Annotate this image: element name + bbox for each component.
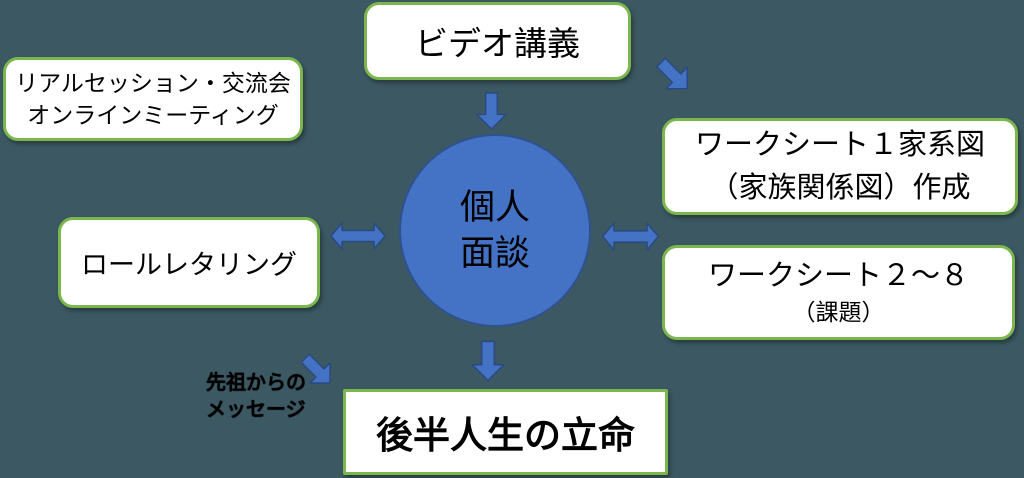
left-right-arrow-icon: [329, 221, 387, 251]
label-ancestors-message: 先祖からの メッセージ: [206, 370, 306, 424]
node-real-session-line1: リアルセッション・交流会: [15, 69, 291, 96]
node-ritsumei: 後半人生の立命: [343, 389, 668, 475]
node-ritsumei-label: 後半人生の立命: [376, 415, 635, 456]
label-ancestors-message-line2: メッセージ: [206, 399, 306, 421]
node-individual-interview-line1: 個人: [459, 188, 530, 227]
down-right-arrow-icon: [293, 346, 344, 397]
down-right-arrow-icon: [647, 49, 701, 103]
down-arrow-icon: [469, 339, 507, 384]
node-role-lettering-label: ロールレタリング: [81, 250, 297, 280]
node-worksheet1: ワークシート１家系図 （家族関係図）作成: [662, 118, 1018, 215]
label-ancestors-message-line1: 先祖からの: [206, 372, 306, 394]
node-worksheet1-line1: ワークシート１家系図: [694, 129, 985, 162]
node-real-session: リアルセッション・交流会 オンラインミーティング: [3, 57, 303, 141]
node-video-lecture: ビデオ講義: [364, 2, 631, 80]
node-video-lecture-label: ビデオ講義: [415, 25, 580, 62]
node-worksheet2-8-line1: ワークシート２～８: [707, 260, 969, 293]
node-worksheet2-8-line2: （課題）: [792, 298, 885, 325]
node-worksheet2-8: ワークシート２～８ （課題）: [662, 245, 1015, 340]
node-individual-interview-line2: 面談: [459, 233, 530, 273]
node-individual-interview: 個人 面談: [399, 134, 591, 327]
node-role-lettering: ロールレタリング: [58, 217, 320, 308]
node-real-session-line2: オンラインミーティング: [27, 102, 279, 128]
node-worksheet1-line2: （家族関係図）作成: [709, 171, 971, 204]
down-arrow-icon: [473, 92, 510, 131]
left-right-arrow-icon: [599, 221, 662, 252]
